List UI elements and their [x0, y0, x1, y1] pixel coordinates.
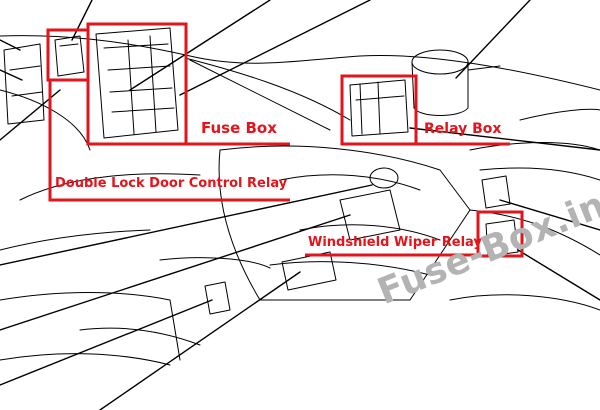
fuse-box-label: Fuse Box: [201, 119, 277, 137]
windshield-wiper-relay-label: Windshield Wiper Relay: [308, 235, 482, 250]
relay-box-label: Relay Box: [424, 121, 502, 137]
double-lock-relay-label: Double Lock Door Control Relay: [55, 176, 288, 191]
